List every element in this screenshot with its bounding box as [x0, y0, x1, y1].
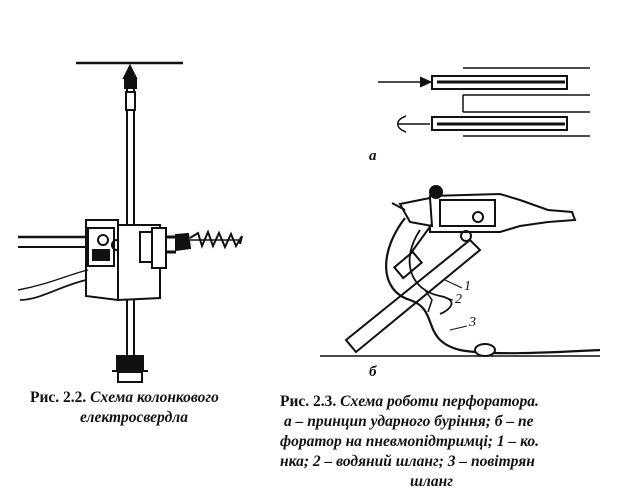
figure-2-2-title-line2: електросвердла — [80, 409, 188, 426]
figure-2-3-title: Схема роботи перфоратора. — [340, 393, 539, 410]
figure-2-3-line4: нка; 2 – водяний шланг; 3 – повітрян — [280, 453, 535, 470]
figure-2-3-caption: Рис. 2.3. Схема роботи перфоратора. а – … — [280, 392, 580, 492]
figure-2-2-number: Рис. 2.2. — [30, 389, 87, 406]
figure-2-2-caption: Рис. 2.2. Схема колонкового електросверд… — [30, 388, 270, 428]
callout-1-label: 1 — [464, 279, 471, 294]
figure-2-3-line5: шланг — [410, 473, 453, 490]
subfigure-b-label: б — [369, 364, 377, 380]
subfigure-a-label: а — [369, 148, 377, 164]
callout-2-label: 2 — [455, 292, 462, 307]
figure-2-2-title-line1: Схема колонкового — [90, 389, 219, 406]
callout-3-label: 3 — [469, 315, 476, 330]
figure-2-3-number: Рис. 2.3. — [280, 393, 337, 410]
figure-2-3-line2: а – принцип ударного буріння; б – пе — [284, 413, 534, 430]
figure-2-3-line3: форатор на пневмопідтримці; 1 – ко. — [280, 433, 539, 450]
